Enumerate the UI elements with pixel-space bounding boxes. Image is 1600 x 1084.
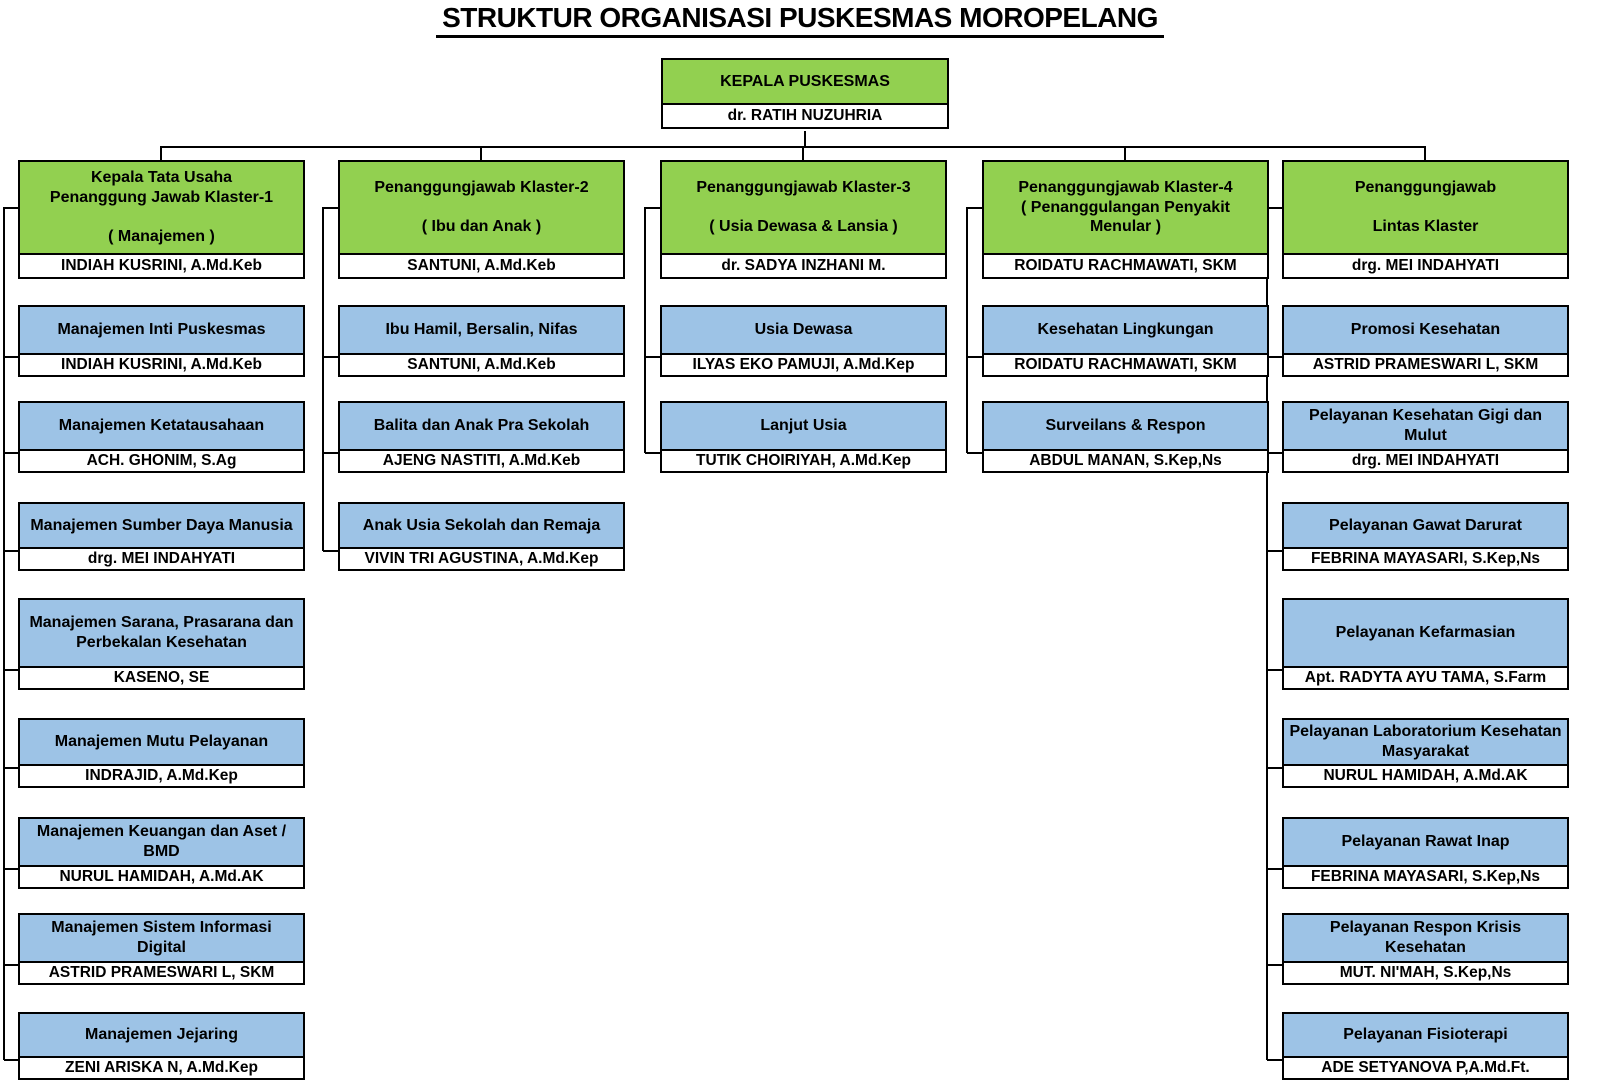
unit-name: SANTUNI, A.Md.Keb bbox=[338, 253, 625, 279]
unit-name: ABDUL MANAN, S.Kep,Ns bbox=[982, 449, 1269, 473]
unit-name: drg. MEI INDAHYATI bbox=[18, 547, 305, 571]
unit-name: MUT. NI'MAH, S.Kep,Ns bbox=[1282, 961, 1569, 985]
unit-name: AJENG NASTITI, A.Md.Keb bbox=[338, 449, 625, 473]
col4-item2-box: Surveilans & Respon ABDUL MANAN, S.Kep,N… bbox=[982, 401, 1269, 473]
unit-title: Manajemen Inti Puskesmas bbox=[18, 305, 305, 355]
unit-name: TUTIK CHOIRIYAH, A.Md.Kep bbox=[660, 449, 947, 473]
unit-title: KEPALA PUSKESMAS bbox=[661, 58, 949, 105]
unit-title: Kepala Tata Usaha Penanggung Jawab Klast… bbox=[18, 160, 305, 255]
unit-title: Pelayanan Respon Krisis Kesehatan bbox=[1282, 913, 1569, 963]
col1-header-box: Kepala Tata Usaha Penanggung Jawab Klast… bbox=[18, 160, 305, 279]
unit-title: Manajemen Sarana, Prasarana dan Perbekal… bbox=[18, 598, 305, 668]
unit-title: Pelayanan Gawat Darurat bbox=[1282, 502, 1569, 549]
unit-title: Kesehatan Lingkungan bbox=[982, 305, 1269, 355]
col5-item6-box: Pelayanan Rawat Inap FEBRINA MAYASARI, S… bbox=[1282, 817, 1569, 889]
unit-title: Usia Dewasa bbox=[660, 305, 947, 355]
unit-name: INDIAH KUSRINI, A.Md.Keb bbox=[18, 253, 305, 279]
unit-title: Lanjut Usia bbox=[660, 401, 947, 451]
unit-name: NURUL HAMIDAH, A.Md.AK bbox=[1282, 764, 1569, 788]
unit-name: drg. MEI INDAHYATI bbox=[1282, 253, 1569, 279]
unit-title: Manajemen Ketatausahaan bbox=[18, 401, 305, 451]
col1-item2-box: Manajemen Ketatausahaan ACH. GHONIM, S.A… bbox=[18, 401, 305, 473]
page-title-text: STRUKTUR ORGANISASI PUSKESMAS MOROPELANG bbox=[436, 2, 1164, 38]
unit-title: Penanggungjawab Lintas Klaster bbox=[1282, 160, 1569, 255]
unit-title: Pelayanan Kesehatan Gigi dan Mulut bbox=[1282, 401, 1569, 451]
col5-item1-box: Promosi Kesehatan ASTRID PRAMESWARI L, S… bbox=[1282, 305, 1569, 377]
unit-name: dr. SADYA INZHANI M. bbox=[660, 253, 947, 279]
col1-item7-box: Manajemen Sistem Informasi Digital ASTRI… bbox=[18, 913, 305, 985]
col5-header-box: Penanggungjawab Lintas Klaster drg. MEI … bbox=[1282, 160, 1569, 279]
col5-item2-box: Pelayanan Kesehatan Gigi dan Mulut drg. … bbox=[1282, 401, 1569, 473]
unit-title: Pelayanan Kefarmasian bbox=[1282, 598, 1569, 668]
col5-item8-box: Pelayanan Fisioterapi ADE SETYANOVA P,A.… bbox=[1282, 1012, 1569, 1080]
unit-title: Promosi Kesehatan bbox=[1282, 305, 1569, 355]
col1-item5-box: Manajemen Mutu Pelayanan INDRAJID, A.Md.… bbox=[18, 718, 305, 788]
col4-header-box: Penanggungjawab Klaster-4 ( Penanggulang… bbox=[982, 160, 1269, 279]
unit-name: FEBRINA MAYASARI, S.Kep,Ns bbox=[1282, 547, 1569, 571]
col2-header-box: Penanggungjawab Klaster-2 ( Ibu dan Anak… bbox=[338, 160, 625, 279]
col1-item6-box: Manajemen Keuangan dan Aset / BMD NURUL … bbox=[18, 817, 305, 889]
col3-item2-box: Lanjut Usia TUTIK CHOIRIYAH, A.Md.Kep bbox=[660, 401, 947, 473]
unit-name: dr. RATIH NUZUHRIA bbox=[661, 103, 949, 129]
unit-title: Ibu Hamil, Bersalin, Nifas bbox=[338, 305, 625, 355]
unit-name: Apt. RADYTA AYU TAMA, S.Farm bbox=[1282, 666, 1569, 690]
col1-item1-box: Manajemen Inti Puskesmas INDIAH KUSRINI,… bbox=[18, 305, 305, 377]
col5-item3-box: Pelayanan Gawat Darurat FEBRINA MAYASARI… bbox=[1282, 502, 1569, 571]
unit-name: ASTRID PRAMESWARI L, SKM bbox=[18, 961, 305, 985]
col5-item7-box: Pelayanan Respon Krisis Kesehatan MUT. N… bbox=[1282, 913, 1569, 985]
unit-name: INDRAJID, A.Md.Kep bbox=[18, 764, 305, 788]
unit-name: INDIAH KUSRINI, A.Md.Keb bbox=[18, 353, 305, 377]
col5-item4-box: Pelayanan Kefarmasian Apt. RADYTA AYU TA… bbox=[1282, 598, 1569, 690]
unit-title: Manajemen Mutu Pelayanan bbox=[18, 718, 305, 766]
col3-header-box: Penanggungjawab Klaster-3 ( Usia Dewasa … bbox=[660, 160, 947, 279]
col1-item8-box: Manajemen Jejaring ZENI ARISKA N, A.Md.K… bbox=[18, 1012, 305, 1080]
col4-item1-box: Kesehatan Lingkungan ROIDATU RACHMAWATI,… bbox=[982, 305, 1269, 377]
unit-title: Surveilans & Respon bbox=[982, 401, 1269, 451]
unit-title: Penanggungjawab Klaster-4 ( Penanggulang… bbox=[982, 160, 1269, 255]
unit-name: VIVIN TRI AGUSTINA, A.Md.Kep bbox=[338, 547, 625, 571]
unit-name: ASTRID PRAMESWARI L, SKM bbox=[1282, 353, 1569, 377]
unit-name: SANTUNI, A.Md.Keb bbox=[338, 353, 625, 377]
unit-name: ROIDATU RACHMAWATI, SKM bbox=[982, 253, 1269, 279]
col2-item3-box: Anak Usia Sekolah dan Remaja VIVIN TRI A… bbox=[338, 502, 625, 571]
unit-title: Anak Usia Sekolah dan Remaja bbox=[338, 502, 625, 549]
unit-name: KASENO, SE bbox=[18, 666, 305, 690]
unit-title: Pelayanan Rawat Inap bbox=[1282, 817, 1569, 867]
unit-title: Balita dan Anak Pra Sekolah bbox=[338, 401, 625, 451]
col1-item4-box: Manajemen Sarana, Prasarana dan Perbekal… bbox=[18, 598, 305, 690]
unit-title: Manajemen Sumber Daya Manusia bbox=[18, 502, 305, 549]
unit-title: Pelayanan Laboratorium Kesehatan Masyara… bbox=[1282, 718, 1569, 766]
root-box: KEPALA PUSKESMAS dr. RATIH NUZUHRIA bbox=[661, 58, 949, 129]
unit-title: Manajemen Jejaring bbox=[18, 1012, 305, 1058]
unit-name: ZENI ARISKA N, A.Md.Kep bbox=[18, 1056, 305, 1080]
unit-name: ADE SETYANOVA P,A.Md.Ft. bbox=[1282, 1056, 1569, 1080]
unit-title: Manajemen Sistem Informasi Digital bbox=[18, 913, 305, 963]
unit-name: ACH. GHONIM, S.Ag bbox=[18, 449, 305, 473]
unit-name: FEBRINA MAYASARI, S.Kep,Ns bbox=[1282, 865, 1569, 889]
unit-name: drg. MEI INDAHYATI bbox=[1282, 449, 1569, 473]
unit-name: NURUL HAMIDAH, A.Md.AK bbox=[18, 865, 305, 889]
col2-item1-box: Ibu Hamil, Bersalin, Nifas SANTUNI, A.Md… bbox=[338, 305, 625, 377]
col3-item1-box: Usia Dewasa ILYAS EKO PAMUJI, A.Md.Kep bbox=[660, 305, 947, 377]
unit-title: Penanggungjawab Klaster-3 ( Usia Dewasa … bbox=[660, 160, 947, 255]
col5-item5-box: Pelayanan Laboratorium Kesehatan Masyara… bbox=[1282, 718, 1569, 788]
unit-title: Pelayanan Fisioterapi bbox=[1282, 1012, 1569, 1058]
col1-item3-box: Manajemen Sumber Daya Manusia drg. MEI I… bbox=[18, 502, 305, 571]
unit-title: Manajemen Keuangan dan Aset / BMD bbox=[18, 817, 305, 867]
unit-name: ROIDATU RACHMAWATI, SKM bbox=[982, 353, 1269, 377]
unit-name: ILYAS EKO PAMUJI, A.Md.Kep bbox=[660, 353, 947, 377]
unit-title: Penanggungjawab Klaster-2 ( Ibu dan Anak… bbox=[338, 160, 625, 255]
col2-item2-box: Balita dan Anak Pra Sekolah AJENG NASTIT… bbox=[338, 401, 625, 473]
page-title: STRUKTUR ORGANISASI PUSKESMAS MOROPELANG bbox=[0, 2, 1600, 38]
